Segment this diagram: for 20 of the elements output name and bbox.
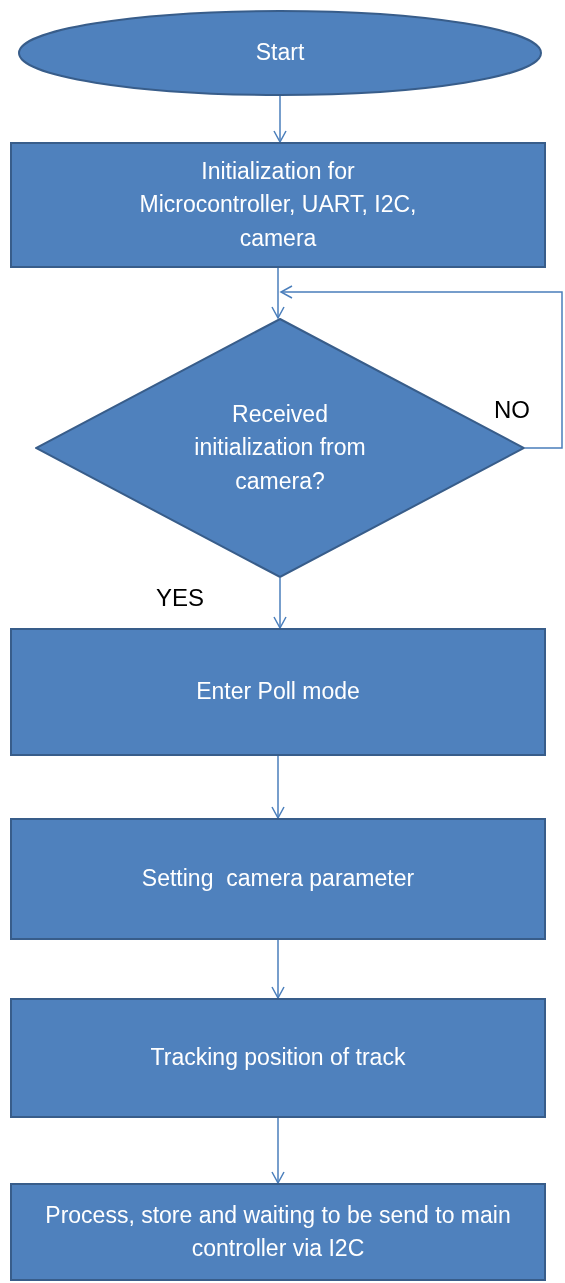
arrow bbox=[273, 577, 287, 629]
node-text: Received initialization from camera? bbox=[193, 400, 367, 496]
node-text: Process, store and waiting to be send to main controller via I2C bbox=[44, 1200, 512, 1263]
process-box bbox=[10, 818, 546, 940]
arrow bbox=[271, 267, 285, 319]
process-box bbox=[10, 998, 546, 1118]
node-text: Setting camera parameter bbox=[141, 864, 415, 894]
arrow bbox=[271, 939, 285, 999]
process-box bbox=[10, 628, 546, 756]
node-text: Enter Poll mode bbox=[196, 677, 360, 707]
arrow bbox=[280, 285, 563, 449]
arrow bbox=[273, 95, 287, 143]
start-ellipse bbox=[18, 10, 542, 96]
node-text: Initialization for Microcontroller, UART, I2C, camera bbox=[138, 157, 418, 253]
arrow bbox=[271, 1117, 285, 1184]
process-box bbox=[10, 142, 546, 268]
arrow bbox=[271, 755, 285, 819]
node-text: Start bbox=[255, 38, 305, 68]
node-text: Tracking position of track bbox=[150, 1043, 406, 1073]
process-box bbox=[10, 1183, 546, 1281]
